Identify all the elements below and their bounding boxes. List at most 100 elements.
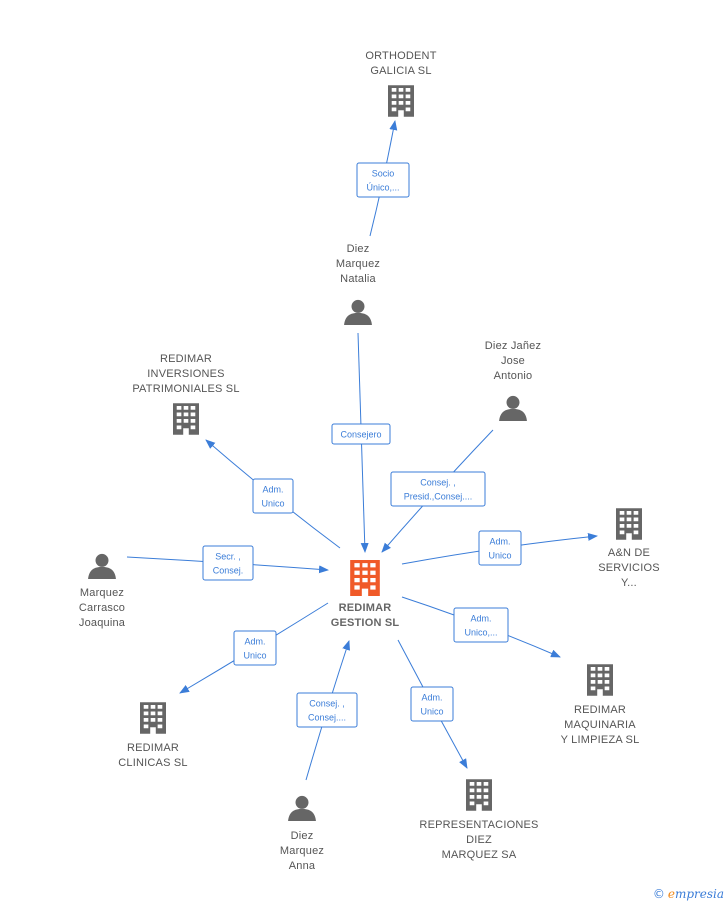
- building-icon: [616, 508, 642, 540]
- node-label: GESTION SL: [331, 617, 400, 629]
- building-icon: [350, 560, 380, 596]
- edge-label[interactable]: Consej. , Consej....: [296, 692, 358, 728]
- building-icon: [587, 664, 613, 696]
- node-label: SERVICIOS: [598, 562, 660, 574]
- edge-label[interactable]: Adm. Unico: [233, 630, 277, 666]
- edge-label[interactable]: Consejero: [331, 423, 391, 445]
- node-label: Marquez: [80, 587, 124, 599]
- node-redimar-clinicas[interactable]: REDIMAR CLINICAS SL: [118, 702, 188, 769]
- node-redimar-inversiones[interactable]: REDIMAR INVERSIONES PATRIMONIALES SL: [132, 353, 239, 435]
- node-label: REDIMAR: [160, 353, 212, 365]
- edge-label[interactable]: Adm.Unico,...: [453, 607, 509, 643]
- edge-label[interactable]: Secr. ,Consej.: [202, 545, 254, 581]
- edge-label-text: Adm.: [489, 537, 510, 547]
- node-label: Diez: [347, 243, 370, 255]
- edge-label-text: Socio: [372, 169, 395, 179]
- edge-label-box: [202, 545, 254, 581]
- person-icon: [499, 395, 527, 421]
- node-label: DIEZ: [466, 834, 492, 846]
- node-label: INVERSIONES: [147, 368, 224, 380]
- edge-label-text: Presid.,Consej....: [404, 492, 473, 502]
- brand-name: mpresia: [674, 887, 724, 901]
- edge-label[interactable]: Adm. Unico: [252, 478, 294, 514]
- person-icon: [344, 299, 372, 325]
- edge-label-box: [331, 423, 391, 445]
- node-label: Anna: [289, 860, 316, 872]
- edge-diez-marquez-natalia-to-redimar-gestion: Consejero: [331, 332, 391, 553]
- node-redimar-gestion[interactable]: REDIMAR GESTION SL: [331, 560, 400, 629]
- edge-label-text: Consej....: [308, 713, 346, 723]
- edge-diez-marquez-natalia-to-orthodent: SocioÚnico,...: [356, 120, 410, 237]
- edge-redimar-gestion-to-redimar-maquinaria: Adm.Unico,...: [401, 596, 561, 658]
- node-representaciones[interactable]: REPRESENTACIONES DIEZ MARQUEZ SA: [419, 779, 538, 861]
- edge-label[interactable]: Consej. , Presid.,Consej....: [390, 471, 486, 507]
- node-label: Carrasco: [79, 602, 125, 614]
- edge-label-box: [233, 630, 277, 666]
- node-label: Natalia: [340, 273, 376, 285]
- node-redimar-maquinaria[interactable]: REDIMAR MAQUINARIA Y LIMPIEZA SL: [561, 664, 640, 746]
- edge-label-box: [453, 607, 509, 643]
- node-label: Joaquina: [79, 617, 126, 629]
- edge-label-text: Consejero: [340, 430, 381, 440]
- node-label: MAQUINARIA: [564, 719, 636, 731]
- edge-redimar-gestion-to-representaciones: Adm. Unico: [397, 639, 468, 769]
- node-label: GALICIA SL: [370, 65, 431, 77]
- edge-label-box: [390, 471, 486, 507]
- edge-label-text: Unico: [488, 551, 511, 561]
- edge-redimar-gestion-to-redimar-inversiones: Adm. Unico: [205, 439, 341, 549]
- node-label: ORTHODENT: [365, 50, 436, 62]
- edge-label-box: [296, 692, 358, 728]
- edge-marquez-carrasco-to-redimar-gestion: Secr. ,Consej.: [126, 545, 329, 581]
- edge-label-text: Adm.: [262, 485, 283, 495]
- copyright-icon: ©: [652, 887, 665, 901]
- edge-label-box: [478, 530, 522, 566]
- edge-label-text: Unico: [420, 707, 443, 717]
- building-icon: [388, 85, 414, 117]
- edge-label-text: Único,...: [366, 183, 399, 193]
- node-an-servicios[interactable]: A&N DE SERVICIOS Y...: [598, 508, 660, 589]
- edge-label-box: [356, 162, 410, 198]
- node-label: REDIMAR: [574, 704, 626, 716]
- node-label: Jose: [501, 355, 525, 367]
- node-label: Marquez: [280, 845, 324, 857]
- edge-redimar-gestion-to-an-servicios: Adm. Unico: [401, 530, 598, 566]
- edge-label-text: Unico,...: [464, 628, 497, 638]
- node-label: MARQUEZ SA: [442, 849, 517, 861]
- node-orthodent[interactable]: ORTHODENT GALICIA SL: [365, 50, 437, 117]
- node-label: CLINICAS SL: [118, 757, 187, 769]
- edge-label-text: Adm.: [244, 637, 265, 647]
- node-label: Antonio: [494, 370, 533, 382]
- node-label: REDIMAR: [339, 602, 392, 614]
- edge-label-box: [410, 686, 454, 722]
- node-label: Y...: [621, 577, 637, 589]
- edge-label[interactable]: SocioÚnico,...: [356, 162, 410, 198]
- edge-redimar-gestion-to-redimar-clinicas: Adm. Unico: [179, 602, 329, 694]
- edge-label-text: Consej. ,: [420, 478, 456, 488]
- edge-label[interactable]: Adm. Unico: [478, 530, 522, 566]
- edge-label-text: Unico: [261, 499, 284, 509]
- edge-label-box: [252, 478, 294, 514]
- edge-diez-janez-jose-to-redimar-gestion: Consej. , Presid.,Consej....: [381, 429, 494, 553]
- person-icon: [88, 553, 116, 579]
- edge-diez-marquez-anna-to-redimar-gestion: Consej. , Consej....: [296, 640, 358, 781]
- node-label: Marquez: [336, 258, 380, 270]
- edge-label[interactable]: Adm. Unico: [410, 686, 454, 722]
- node-label: REPRESENTACIONES: [419, 819, 538, 831]
- edge-label-text: Adm.: [421, 693, 442, 703]
- building-icon: [140, 702, 166, 734]
- person-icon: [288, 795, 316, 821]
- node-label: PATRIMONIALES SL: [132, 383, 239, 395]
- node-label: Y LIMPIEZA SL: [561, 734, 640, 746]
- edge-label-text: Unico: [243, 651, 266, 661]
- node-label: A&N DE: [608, 547, 650, 559]
- node-label: REDIMAR: [127, 742, 179, 754]
- empresia-logo: ©empresia: [653, 887, 724, 901]
- edge-label-text: Secr. ,: [215, 552, 241, 562]
- node-label: Diez Jañez: [485, 340, 541, 352]
- building-icon: [466, 779, 492, 811]
- edge-label-text: Consej. ,: [309, 699, 345, 709]
